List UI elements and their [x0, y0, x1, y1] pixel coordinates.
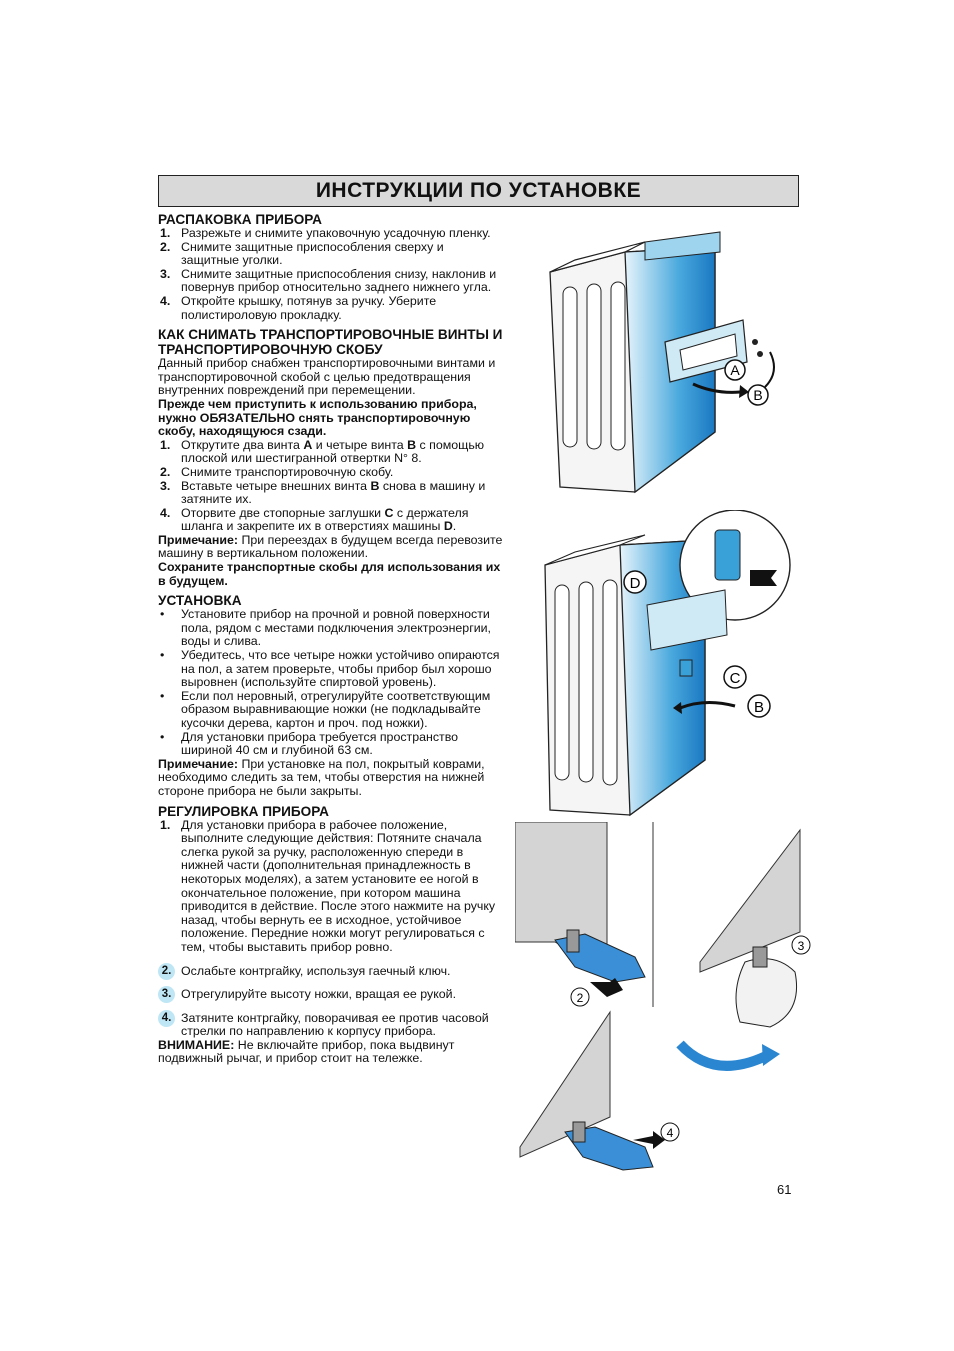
- heading-adjustment: РЕГУЛИРОВКА ПРИБОРА: [158, 803, 329, 819]
- step-circle: 4.: [158, 1009, 175, 1027]
- list-item: •Установите прибор на прочной и ровной п…: [160, 607, 492, 649]
- figure-stop-caps: D C B: [544, 510, 791, 817]
- list-item: 4.Оторвите две стопорные заглушки C с де…: [160, 505, 469, 534]
- figure-transport-bracket: A B: [549, 231, 775, 494]
- list-item: •Убедитесь, что все четыре ножки устойчи…: [160, 648, 500, 690]
- page-title: ИНСТРУКЦИИ ПО УСТАНОВКЕ: [158, 175, 799, 207]
- list-item: 1.Открутите два винта A и четыре винта B…: [160, 437, 485, 466]
- label-step-4: 4: [667, 1126, 674, 1140]
- install-note: Примечание: При установке на пол, покрыт…: [158, 756, 485, 798]
- label-b-2: B: [754, 699, 764, 716]
- list-item: 3.Снимите защитные приспособления снизу,…: [160, 266, 497, 295]
- step-circle: 2.: [158, 962, 175, 980]
- label-b: B: [753, 387, 762, 403]
- heading-unpacking: РАСПАКОВКА ПРИБОРА: [158, 212, 322, 227]
- heading-installation: УСТАНОВКА: [158, 593, 242, 609]
- list-item: 4.Затяните контргайку, поворачивая ее пр…: [158, 1009, 503, 1039]
- page-number: 61: [777, 1182, 792, 1197]
- install-list: •Установите прибор на прочной и ровной п…: [158, 607, 503, 758]
- label-d: D: [630, 575, 641, 592]
- instructions-text: РАСПАКОВКА ПРИБОРА 1.Разрежьте и снимите…: [158, 212, 503, 1066]
- list-item: 3.Отрегулируйте высоту ножки, вращая ее …: [158, 986, 503, 1004]
- transport-keep-note: Сохраните транспортные скобы для использ…: [158, 560, 501, 588]
- list-item: 1.Для установки прибора в рабочее положе…: [160, 817, 496, 954]
- list-item: 2.Снимите транспортировочную скобу.: [160, 464, 394, 479]
- adjust-list: 1.Для установки прибора в рабочее положе…: [158, 817, 503, 1039]
- label-a: A: [730, 362, 740, 378]
- transport-intro: Данный прибор снабжен транспортировочным…: [158, 356, 496, 398]
- list-item: 1.Разрежьте и снимите упаковочную усадоч…: [160, 226, 491, 240]
- figure-feet-adjustment: 2 3 4: [515, 822, 811, 1171]
- transport-list: 1.Открутите два винта A и четыре винта B…: [158, 437, 503, 534]
- unpack-list: 1.Разрежьте и снимите упаковочную усадоч…: [158, 226, 503, 322]
- list-item: •Если пол неровный, отрегулируйте соотве…: [160, 688, 491, 730]
- list-item: 3.Вставьте четыре внешних винта B снова …: [160, 478, 486, 507]
- adjust-warning: ВНИМАНИЕ: Не включайте прибор, пока выдв…: [158, 1037, 455, 1066]
- label-step-2: 2: [577, 991, 584, 1005]
- list-item: •Для установки прибора требуется простра…: [160, 729, 459, 758]
- transport-warning: Прежде чем приступить к использованию пр…: [158, 396, 477, 439]
- list-item: 4.Откройте крышку, потянув за ручку. Убе…: [160, 293, 437, 322]
- transport-note: Примечание: При переездах в будущем всег…: [158, 532, 503, 561]
- step-circle: 3.: [158, 986, 175, 1004]
- label-step-3: 3: [798, 939, 805, 953]
- label-c: C: [730, 670, 741, 687]
- list-item: 2.Ослабьте контргайку, используя гаечный…: [158, 962, 503, 980]
- list-item: 2.Снимите защитные приспособления сверху…: [160, 239, 444, 268]
- heading-transport: КАК СНИМАТЬ ТРАНСПОРТИРОВОЧНЫЕ ВИНТЫ И Т…: [158, 327, 503, 358]
